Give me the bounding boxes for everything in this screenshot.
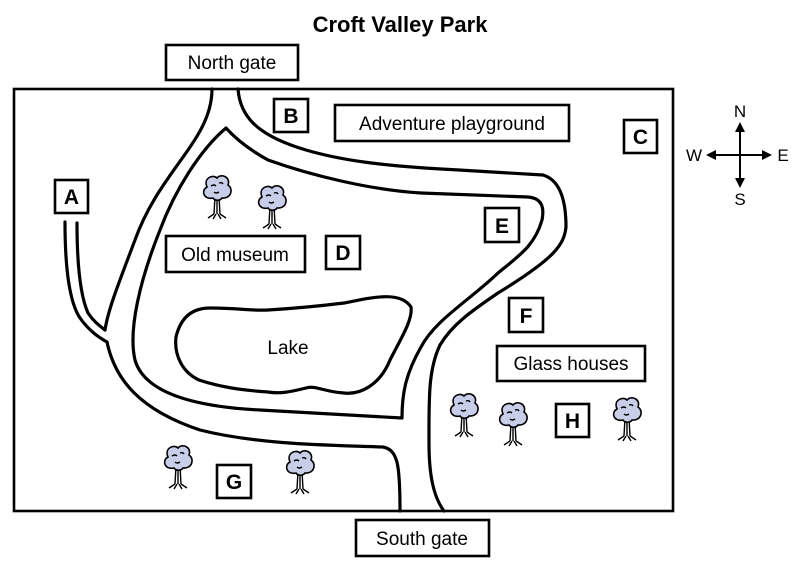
south-gate: South gate [354, 518, 491, 558]
compass-rose-icon: N S W E [686, 102, 789, 209]
map-title: Croft Valley Park [313, 12, 489, 37]
compass-south: S [734, 190, 745, 209]
compass-north: N [734, 102, 746, 121]
road-east-outer-line [236, 87, 568, 513]
marker-b-label: B [283, 105, 298, 128]
compass-west: W [686, 146, 702, 165]
marker-h: H [554, 402, 591, 439]
adventure-playground-label: Adventure playground [359, 114, 545, 135]
tree-icon [498, 401, 528, 447]
marker-c-label: C [633, 126, 648, 149]
marker-f: F [507, 296, 545, 334]
road-southwest-outer-line [105, 340, 402, 513]
south-gate-label: South gate [376, 529, 468, 550]
path-a-outer-line [63, 220, 109, 344]
marker-a: A [53, 178, 90, 215]
marker-g: G [215, 463, 253, 500]
path-a-inner-line [75, 221, 107, 332]
marker-g-label: G [226, 471, 242, 494]
tree-icon [163, 444, 193, 490]
north-gate: North gate [164, 43, 300, 82]
marker-b: B [272, 97, 310, 134]
marker-a-label: A [64, 186, 79, 209]
park-boundary [12, 87, 675, 513]
compass-east: E [777, 146, 788, 165]
lake-label: Lake [267, 338, 308, 359]
marker-c: C [622, 118, 659, 155]
tree-icon [285, 449, 315, 495]
marker-e-label: E [495, 215, 509, 238]
tree-icon [449, 392, 479, 438]
old-museum-label: Old museum [181, 245, 289, 266]
marker-e: E [483, 206, 521, 244]
tree-icon [612, 396, 642, 442]
old-museum: Old museum [164, 234, 307, 274]
road-inner-loop-line [131, 126, 545, 420]
tree-icon [202, 174, 232, 220]
glass-houses: Glass houses [495, 344, 647, 383]
marker-f-label: F [520, 305, 533, 328]
marker-d: D [324, 234, 362, 271]
north-gate-label: North gate [188, 53, 277, 74]
lake-shore [174, 295, 413, 395]
road-west-outer-line [103, 87, 214, 332]
marker-d-label: D [335, 242, 350, 265]
glass-houses-label: Glass houses [513, 354, 628, 375]
tree-icon [257, 184, 287, 230]
marker-h-label: H [565, 410, 580, 433]
adventure-playground: Adventure playground [333, 103, 571, 143]
